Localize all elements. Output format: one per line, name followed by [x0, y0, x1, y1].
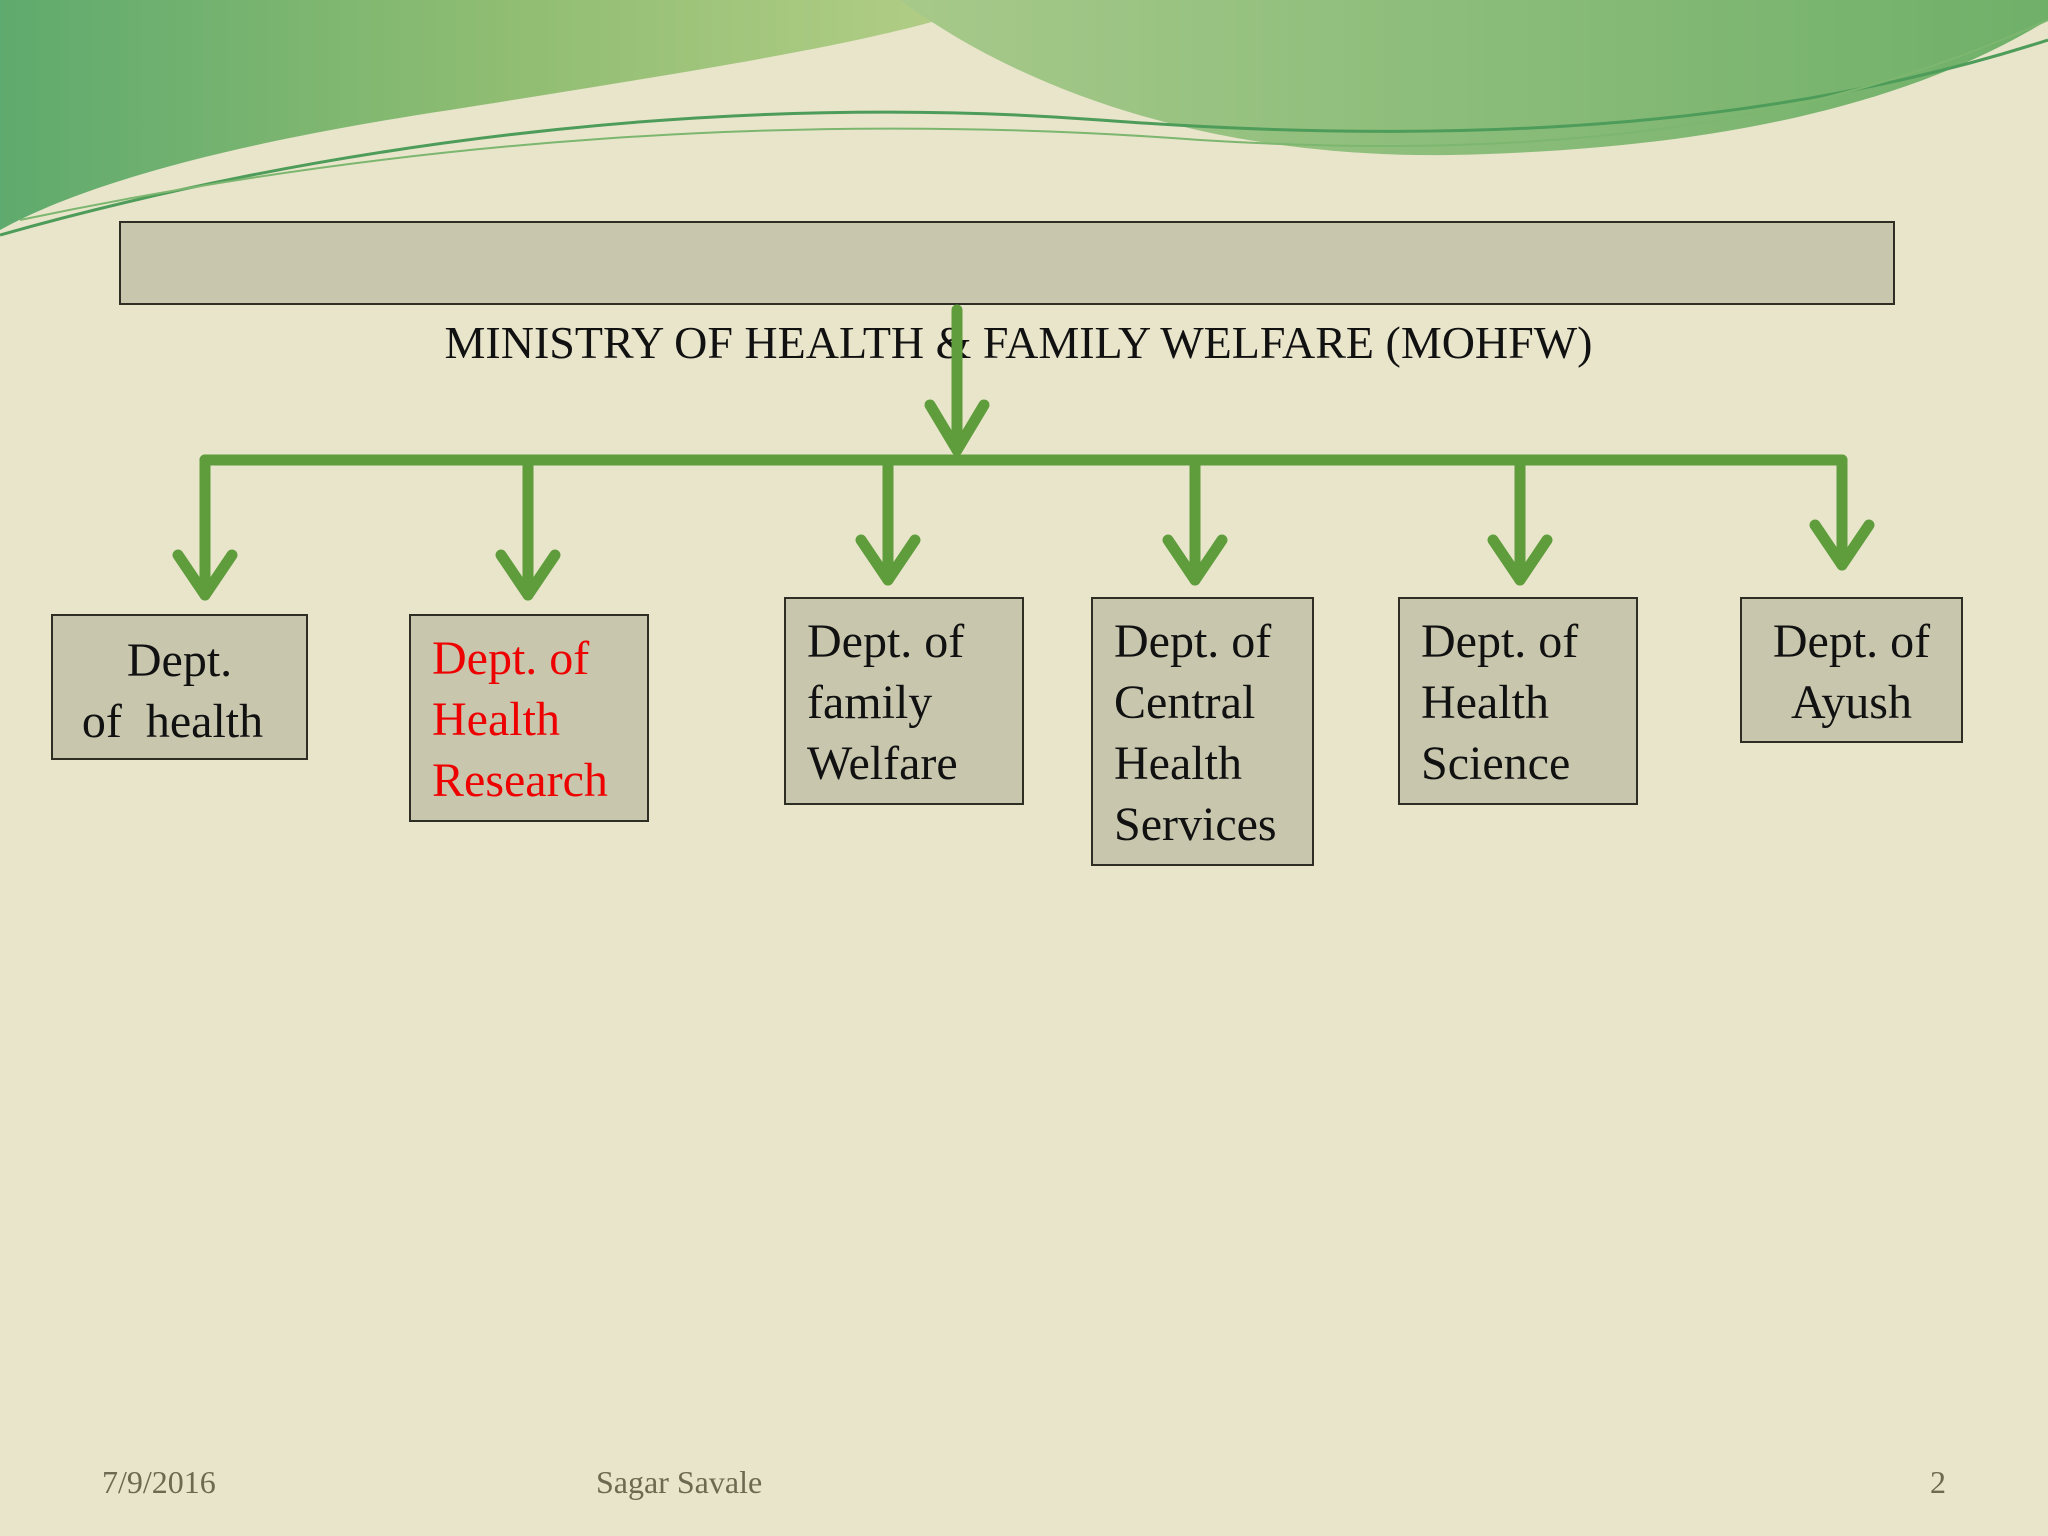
dept-health-research-line-2: Health	[432, 693, 560, 746]
dept-health-line-1: Dept.	[126, 634, 233, 687]
footer-date: 7/9/2016	[102, 1464, 216, 1500]
ministry-title-box: MINISTRY OF HEALTH & FAMILY WELFARE (MOH…	[119, 221, 1895, 368]
ministry-title: MINISTRY OF HEALTH & FAMILY WELFARE (MOH…	[444, 317, 1593, 368]
footer-author: Sagar Savale	[596, 1464, 763, 1500]
dept-health-science-line-1: Dept. of	[1421, 615, 1579, 668]
dept-central-health-line-1: Dept. of	[1114, 615, 1272, 668]
dept-health-line-2: of health	[81, 695, 264, 748]
branch-6-head	[1809, 519, 1875, 571]
branch-2-head	[495, 549, 561, 601]
dept-central-health-line-2: Central	[1114, 676, 1256, 729]
header-wave-decoration	[0, 0, 2048, 237]
dept-family-welfare-line-2: family	[807, 676, 933, 729]
dept-ayush-line-2: Ayush	[1791, 676, 1912, 729]
dept-health-research-line-1: Dept. of	[432, 632, 590, 685]
branch-4-head	[1162, 534, 1228, 586]
dept-box-central-health-services: Dept. of Central Health Services	[1091, 597, 1314, 866]
dept-ayush-line-1: Dept. of	[1772, 615, 1931, 668]
branch-5-head	[1487, 534, 1553, 586]
dept-box-ayush: Dept. of Ayush	[1740, 597, 1963, 743]
footer-page-number: 2	[1930, 1464, 1946, 1500]
dept-health-science-line-3: Science	[1421, 737, 1571, 790]
dept-health-research-line-3: Research	[432, 754, 608, 807]
hierarchy-connectors	[172, 304, 1875, 601]
dept-family-welfare-line-1: Dept. of	[807, 615, 965, 668]
branch-3-head	[855, 534, 921, 586]
dept-box-health: Dept. of health	[51, 614, 308, 760]
root-arrow-head	[924, 399, 990, 456]
branch-1-head	[172, 549, 238, 601]
dept-central-health-line-4: Services	[1114, 798, 1277, 851]
dept-box-health-research: Dept. of Health Research	[409, 614, 649, 822]
dept-box-family-welfare: Dept. of family Welfare	[784, 597, 1024, 805]
dept-family-welfare-line-3: Welfare	[807, 737, 958, 790]
dept-box-health-science: Dept. of Health Science	[1398, 597, 1638, 805]
dept-central-health-line-3: Health	[1114, 737, 1242, 790]
dept-health-science-line-2: Health	[1421, 676, 1549, 729]
